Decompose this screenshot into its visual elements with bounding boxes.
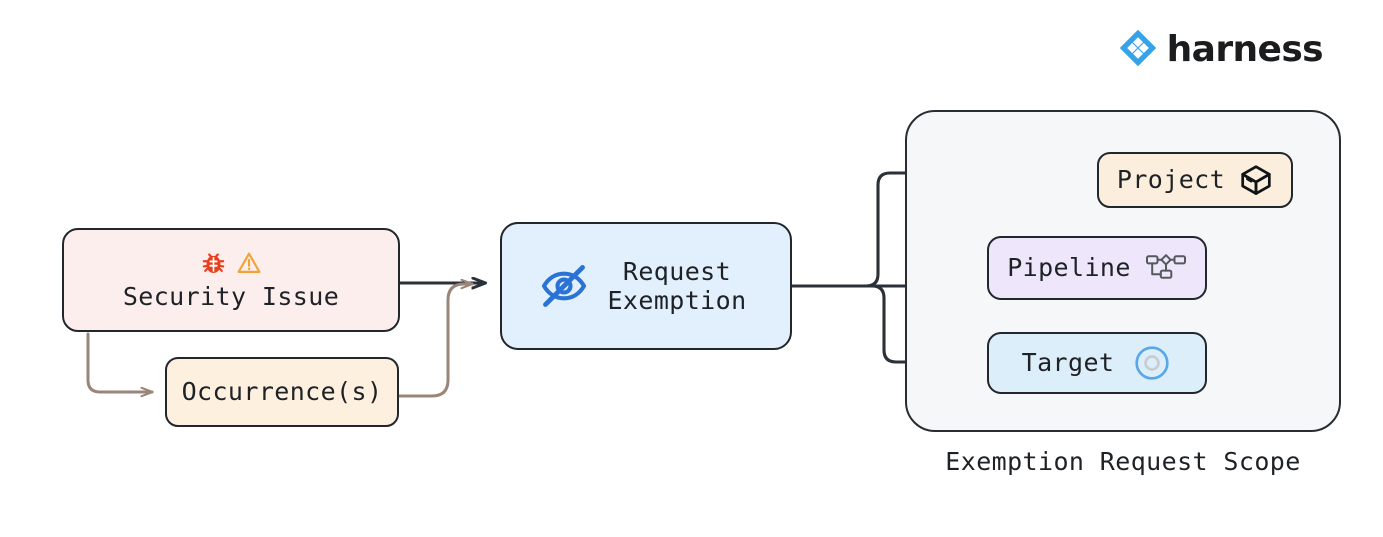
- scope-caption: Exemption Request Scope: [945, 447, 1301, 476]
- target-label: Target: [1021, 348, 1115, 378]
- harness-diamond-logo-icon: [1118, 28, 1158, 72]
- edge-security-to-occurrence: [86, 332, 152, 392]
- project-label: Project: [1116, 165, 1226, 195]
- request-exemption-label: Request Exemption: [607, 257, 746, 316]
- node-request-exemption[interactable]: Request Exemption: [500, 222, 792, 350]
- target-circle-icon: [1132, 343, 1172, 383]
- node-target[interactable]: Target: [987, 332, 1207, 394]
- node-project[interactable]: Project: [1097, 152, 1293, 208]
- pipeline-label: Pipeline: [1007, 253, 1131, 283]
- pipeline-nodes-icon: [1145, 252, 1187, 284]
- eye-off-icon: [539, 261, 589, 311]
- edge-occurrence-to-request: [397, 284, 472, 398]
- node-security-issue[interactable]: Security Issue: [62, 228, 400, 332]
- security-issue-label: Security Issue: [122, 282, 340, 312]
- request-exemption-line2: Exemption: [607, 286, 747, 315]
- harness-wordmark: harness: [1166, 29, 1324, 70]
- node-occurrences[interactable]: Occurrence(s): [165, 357, 399, 427]
- security-issue-icons: [200, 248, 262, 278]
- request-exemption-line1: Request: [622, 256, 732, 286]
- occurrences-label: Occurrence(s): [181, 377, 383, 407]
- cube-box-icon: [1239, 163, 1273, 197]
- warning-triangle-icon: [236, 250, 262, 276]
- node-pipeline[interactable]: Pipeline: [987, 236, 1207, 300]
- bug-icon: [200, 250, 227, 277]
- harness-logo: harness: [1118, 28, 1324, 72]
